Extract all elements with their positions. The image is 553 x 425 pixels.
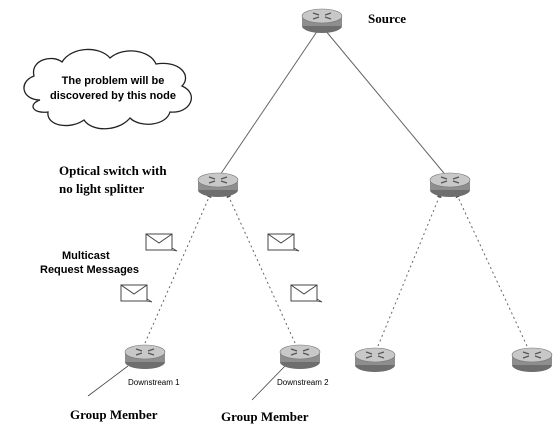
multicast-label-line1: Multicast: [62, 250, 110, 262]
cloud-shape: [23, 48, 193, 130]
multicast-label-line2: Request Messages: [40, 264, 139, 276]
envelope-icon: [290, 284, 323, 303]
pointer-line-2: [251, 365, 286, 401]
leaf4-router-icon: [511, 347, 553, 373]
envelope-icon: [145, 233, 178, 252]
link-downstream2-optical: [226, 192, 296, 344]
cloud-text-line1: The problem will be: [62, 75, 165, 87]
pointer-line-1: [87, 365, 129, 397]
cloud-text-line2: discovered by this node: [50, 90, 176, 102]
right-switch-router-icon: [429, 172, 471, 198]
link-downstream1-optical: [144, 192, 212, 344]
optical-switch-router-icon: [197, 172, 239, 198]
envelope-icon: [120, 284, 153, 303]
leaf3-router-icon: [354, 347, 396, 373]
source-label: Source: [368, 11, 406, 26]
source-router-icon: [301, 8, 343, 34]
optical-switch-label-line1: Optical switch with: [59, 163, 167, 178]
link-leaf4-right: [455, 192, 528, 347]
envelope-icon: [267, 233, 300, 252]
downstream2-router-icon: [279, 344, 321, 370]
downstream1-label: Downstream 1: [128, 378, 180, 387]
group-member-label-1: Group Member: [70, 407, 158, 422]
link-source-right: [324, 29, 449, 179]
downstream1-router-icon: [124, 344, 166, 370]
link-source-optical: [217, 29, 319, 179]
downstream2-label: Downstream 2: [277, 378, 329, 387]
optical-switch-label-line2: no light splitter: [59, 181, 144, 196]
group-member-label-2: Group Member: [221, 409, 309, 424]
link-leaf3-right: [377, 192, 442, 347]
